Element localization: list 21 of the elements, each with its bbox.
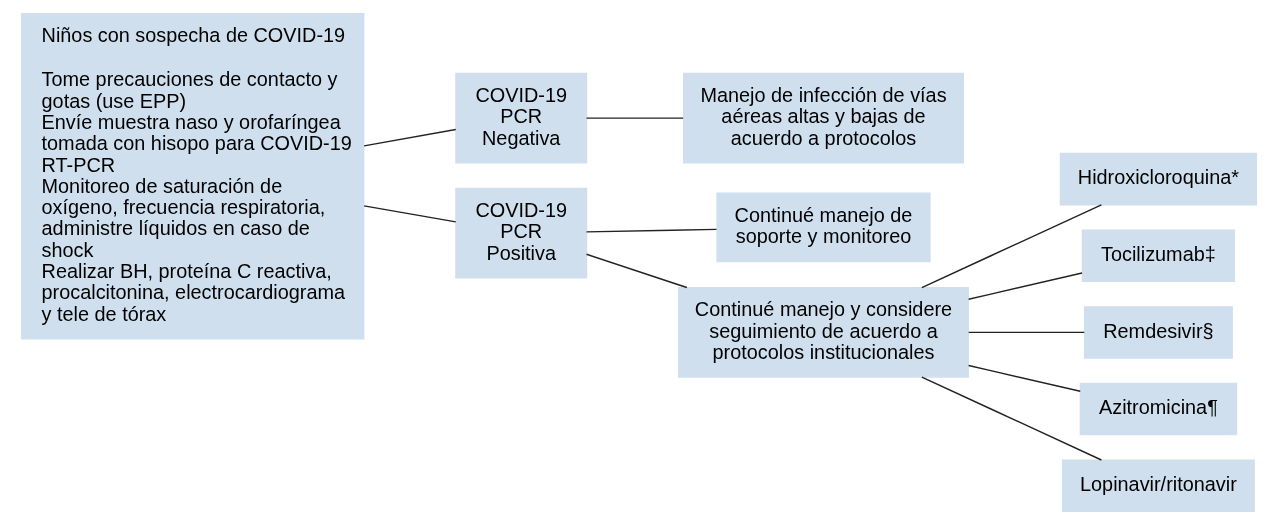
node-box: Hidroxicloroquina* bbox=[1059, 152, 1257, 206]
node-box: COVID-19 PCR Negativa bbox=[454, 72, 587, 164]
node-box: Niños con sospecha de COVID-19 Tome precauciones de contacto y gotas (use EPP) Envíe muestra naso y orofaríngea tomada con hisopo para COVID-19 RT-PCR Monitoreo de saturación de oxígeno, frecuencia respiratoria, administre líquidos en caso de shock Realizar BH, proteína C reactiva, procalcitonina, electrocardiograma y tele de tórax bbox=[20, 13, 364, 340]
node-box: Manejo de infección de vías aéreas altas y bajas de acuerdo a protocolos bbox=[682, 72, 964, 164]
node-box: Remdesivir§ bbox=[1083, 306, 1233, 359]
connector bbox=[967, 364, 1081, 392]
node-box: Tocilizumab‡ bbox=[1081, 229, 1235, 282]
connector bbox=[362, 128, 456, 147]
node-box: Continué manejo y considere seguimiento de acuerdo a protocolos institucionales bbox=[677, 287, 969, 378]
connector bbox=[585, 117, 684, 119]
connector bbox=[967, 272, 1083, 300]
node-box: Azitromicina¶ bbox=[1079, 382, 1237, 436]
connector bbox=[585, 228, 717, 233]
connector bbox=[362, 205, 456, 223]
node-box: COVID-19 PCR Positiva bbox=[454, 187, 587, 279]
connector bbox=[920, 204, 1102, 289]
connector bbox=[967, 331, 1085, 334]
connector bbox=[920, 376, 1102, 461]
node-box: Lopinavir/ritonavir bbox=[1061, 459, 1255, 512]
node-box: Continué manejo de soporte y monitoreo bbox=[715, 192, 931, 263]
connector bbox=[585, 253, 688, 289]
